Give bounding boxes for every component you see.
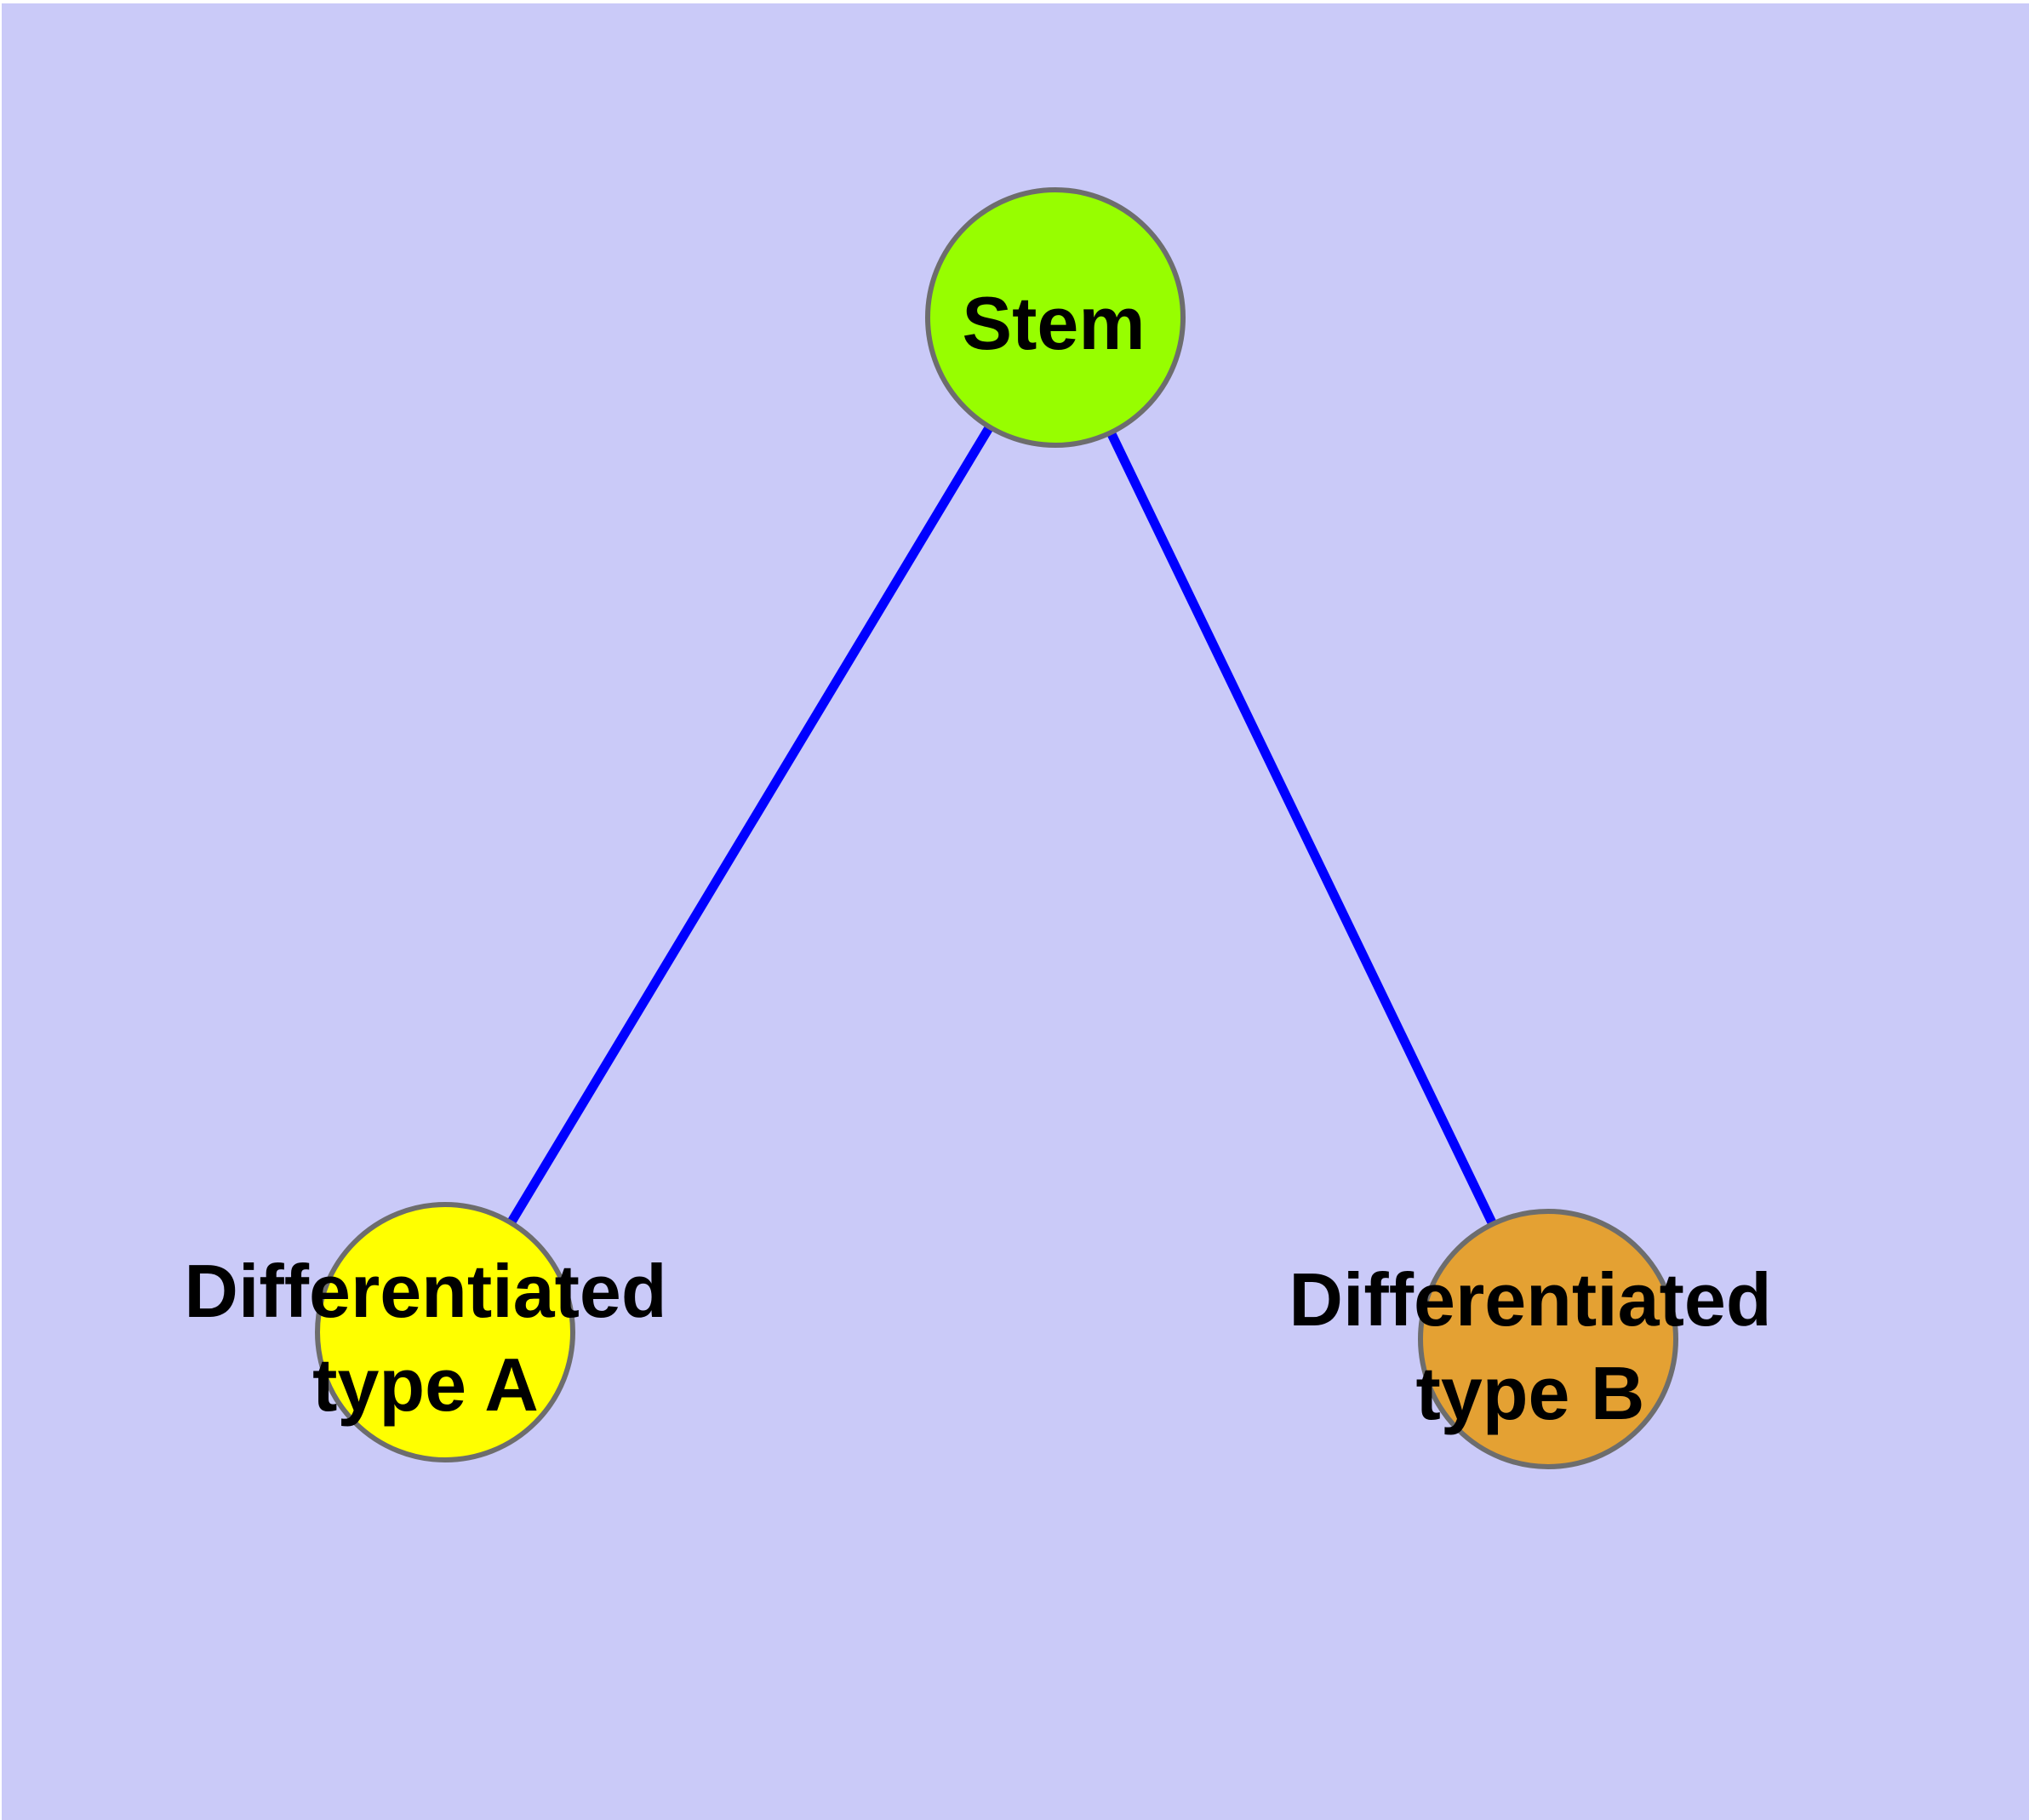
node-type-a-label-line2: type A — [312, 1342, 539, 1427]
node-type-b-label-line2: type B — [1416, 1351, 1645, 1435]
node-stem — [925, 187, 1186, 448]
node-stem-label: Stem — [962, 281, 1145, 365]
edge-stem-to-type-b — [1051, 315, 1552, 1342]
node-differentiated-type-b — [1418, 1209, 1678, 1469]
node-differentiated-type-a — [315, 1202, 575, 1462]
node-type-b-label-line1: Differentiated — [1289, 1257, 1771, 1342]
edge-stem-to-type-a — [441, 315, 1060, 1335]
node-type-a-label-line1: Differentiated — [184, 1249, 666, 1333]
